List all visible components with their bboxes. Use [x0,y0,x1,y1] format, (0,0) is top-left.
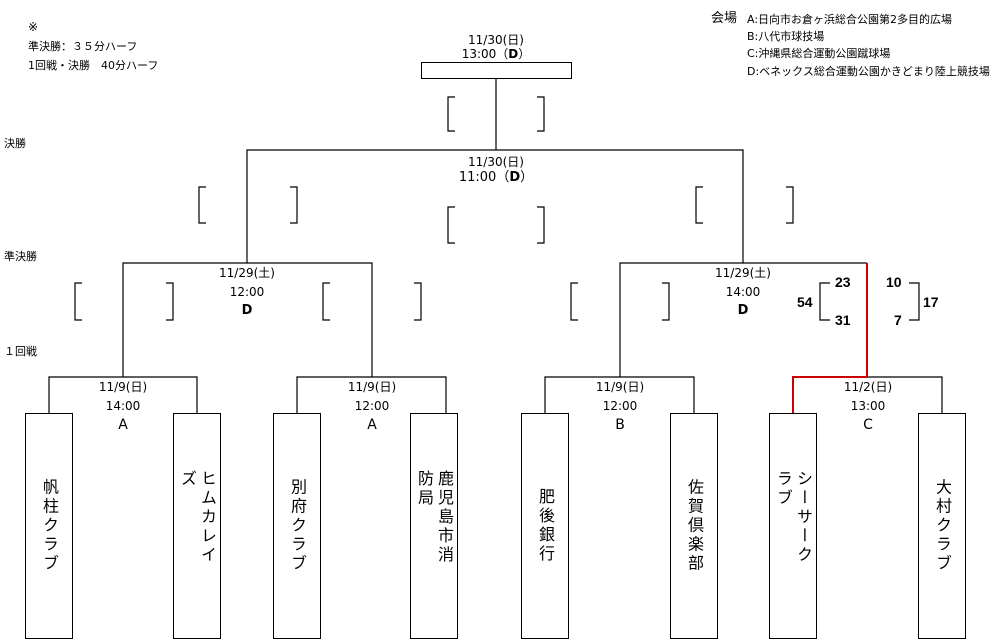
team-name: 鹿児島市消防局 [415,470,454,565]
team-name: 大村クラブ [933,478,952,574]
score-right-half1: 10 [886,274,902,290]
r1-c-date: 11/9(日) [595,380,645,394]
r1-c-time: 12:00 [602,399,638,413]
venue-b: B:八代市球技場 [747,30,825,43]
semi-left-time: 12:00 [229,285,265,299]
score-left-total: 54 [797,294,813,310]
score-right-half2: 7 [894,312,902,328]
team-box: 帆柱クラブ [25,413,73,639]
team-name: 別府クラブ [288,478,307,574]
bracket-r1-d [867,376,943,413]
final-date: 11/30(日) [468,155,524,169]
r1-a-date: 11/9(日) [98,380,148,394]
round-label-first: １回戦 [4,345,37,358]
note-final-duration: 1回戦・決勝 40分ハーフ [28,59,159,72]
bracket-semi-right [619,262,867,377]
semi-right-time: 14:00 [725,285,761,299]
venue-d: D:ベネックス総合運動公園かきどまり陸上競技場 [747,65,990,78]
semi-right-venue: D [737,303,749,318]
score-left-half2: 31 [835,312,851,328]
champion-box [421,62,572,79]
team-name: 帆柱クラブ [40,478,59,574]
r1-d-date: 11/2(日) [843,380,893,394]
score-left-half1: 23 [835,274,851,290]
r1-a-time: 14:00 [105,399,141,413]
final-time: 11:00（D） [458,170,534,185]
team-name: 肥後銀行 [536,488,555,564]
semi-right-date: 11/29(土) [715,266,771,280]
round-label-semi: 準決勝 [4,250,37,263]
team-box: 肥後銀行 [521,413,569,639]
team-name: 佐賀倶楽部 [685,478,704,574]
team-name: シーサークラブ [774,470,813,565]
final-top-date: 11/30(日) [468,33,524,47]
winner-path [792,263,868,413]
team-box: 大村クラブ [918,413,966,639]
note-mark: ※ [28,20,39,34]
team-box: ヒムカレイズ [173,413,221,639]
team-name: ヒムカレイズ [178,470,217,565]
r1-b-venue: A [367,417,377,433]
team-box: 佐賀倶楽部 [670,413,718,639]
bracket-final [246,149,744,263]
venue-title: 会場 [711,11,738,26]
r1-a-venue: A [118,417,128,433]
r1-d-venue: C [863,417,873,433]
venue-a: A:日向市お倉ヶ浜総合公園第2多目的広場 [747,13,953,26]
final-top-time: 13:00（D） [461,47,531,61]
team-box: 別府クラブ [273,413,321,639]
score-right-total: 17 [923,294,939,310]
semi-left-date: 11/29(土) [219,266,275,280]
r1-b-time: 12:00 [354,399,390,413]
semi-left-venue: D [241,303,253,318]
team-box: 鹿児島市消防局 [410,413,458,639]
team-box: シーサークラブ [769,413,817,639]
venue-c: C:沖縄県総合運動公園蹴球場 [747,47,891,60]
note-semi-duration: 準決勝：３５分ハーフ [28,40,138,53]
r1-b-date: 11/9(日) [347,380,397,394]
bracket-semi-left [122,262,373,377]
r1-c-venue: B [615,417,625,433]
r1-d-time: 13:00 [850,399,886,413]
round-label-final: 決勝 [4,137,26,150]
